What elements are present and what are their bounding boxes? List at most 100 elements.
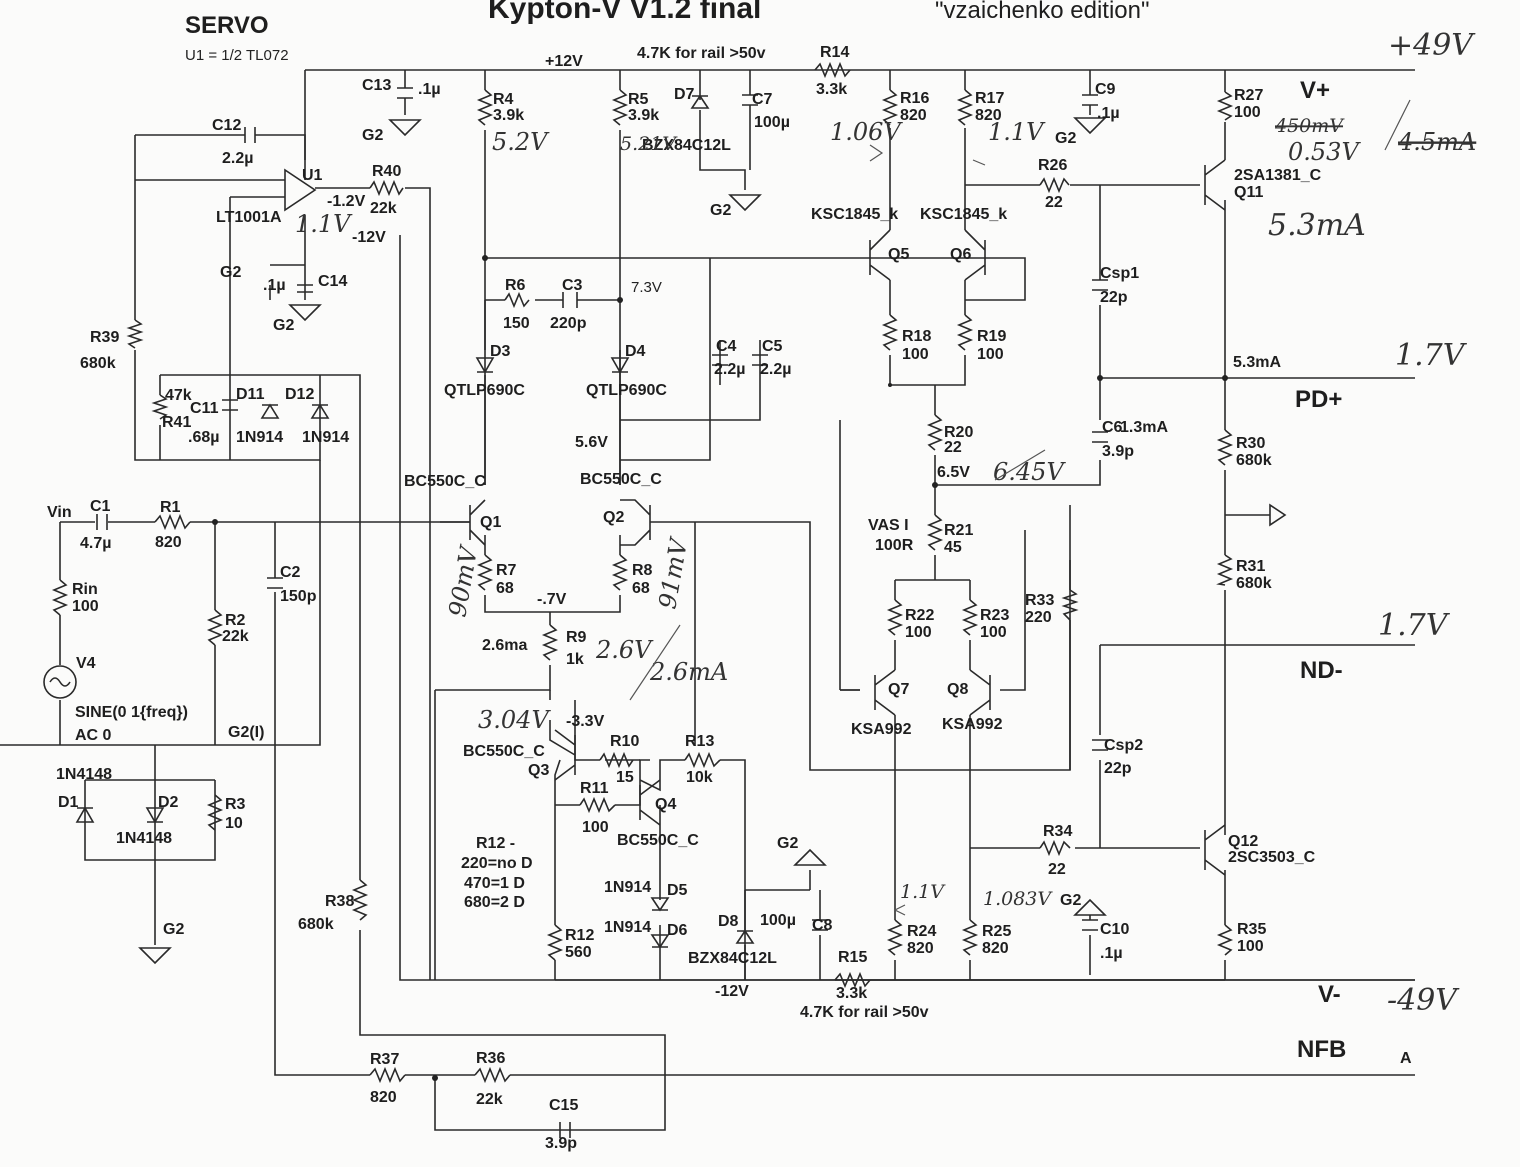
handwritten-voltage: 1.7V — [1378, 608, 1451, 643]
rail-p12: +12V — [545, 53, 583, 70]
capacitor-ref: C9 — [1095, 81, 1116, 98]
capacitor-c3-plates — [562, 292, 578, 308]
source-spec: AC 0 — [75, 727, 112, 744]
node-voltage: -12V — [352, 229, 386, 246]
resistor-ref: R24 — [907, 923, 936, 940]
capacitor-value: .1µ — [418, 81, 441, 98]
transistor-ref: Q6 — [950, 246, 971, 263]
schematic-title: Kypton-V V1.2 final — [488, 0, 761, 25]
resistor-r1-zigzag — [154, 513, 191, 531]
ground-symbol — [793, 848, 827, 866]
resistor-value: 22 — [1045, 194, 1063, 211]
resistor-r25-zigzag — [961, 919, 979, 956]
resistor-ref: R21 — [944, 522, 973, 539]
capacitor-ref: Csp1 — [1100, 265, 1139, 282]
capacitor-value: .1µ — [1097, 105, 1120, 122]
resistor-value: 680k — [298, 916, 334, 933]
resistor-value: 22 — [1048, 861, 1066, 878]
resistor-ref: R26 — [1038, 157, 1067, 174]
transistor-q12-symbol — [1204, 824, 1226, 876]
ground-label: G2 — [1055, 130, 1076, 147]
capacitor-value: 2.2µ — [222, 150, 253, 167]
resistor-r13-zigzag — [684, 751, 721, 769]
diode-part: BZX84C12L — [688, 950, 777, 967]
transistor-q11-symbol — [1204, 159, 1226, 211]
r12-note: R12 - — [476, 835, 515, 852]
handwritten-voltage: 1.7V — [1395, 338, 1468, 373]
capacitor-value: 150p — [280, 588, 317, 605]
capacitor-ref: C3 — [562, 277, 583, 294]
diode-ref: D1 — [58, 794, 79, 811]
resistor-labels: R4 3.9k R5 3.9k R14 3.3k R16 820 R17 820… — [72, 44, 1272, 1108]
resistor-r11-zigzag — [579, 796, 616, 814]
diode-d5-symbol — [650, 897, 670, 912]
resistor-ref: Rin — [72, 581, 98, 598]
transistor-q2-symbol — [620, 499, 651, 546]
resistor-r7-zigzag — [476, 554, 494, 591]
r12-note: 470=1 D — [464, 875, 525, 892]
diode-ref: D2 — [158, 794, 179, 811]
resistor-value: 10 — [225, 815, 243, 832]
diode-ref: D3 — [490, 343, 511, 360]
capacitor-c2-plates — [267, 577, 283, 589]
resistor-rin-zigzag — [51, 579, 69, 616]
resistor-value: 45 — [944, 539, 962, 556]
capacitor-value: 220p — [550, 315, 587, 332]
resistor-r22-zigzag — [886, 599, 904, 636]
resistor-r14-zigzag — [814, 61, 851, 79]
resistor-r9-zigzag — [541, 624, 559, 661]
resistor-r30-zigzag — [1216, 429, 1234, 466]
resistor-value: 820 — [900, 107, 927, 124]
resistor-value: 100 — [905, 624, 932, 641]
resistor-value: 820 — [907, 940, 934, 957]
r12-note: 220=no D — [461, 855, 533, 872]
rail-nfb: NFB — [1297, 1036, 1346, 1063]
capacitor-ref: C5 — [762, 338, 783, 355]
transistor-part: BC550C_C — [404, 473, 486, 490]
node-voltage: 6.5V — [937, 464, 970, 481]
rail-vminus: V- — [1318, 981, 1341, 1008]
transistor-ref: Q1 — [480, 514, 501, 531]
title-block: Kypton-V V1.2 final "vzaichenko edition"… — [185, 0, 1150, 64]
resistor-r31-zigzag — [1216, 554, 1234, 586]
resistor-value: 100 — [582, 819, 609, 836]
resistor-value: 3.3k — [836, 985, 867, 1002]
resistor-value: 820 — [982, 940, 1009, 957]
wires — [0, 69, 1415, 1131]
handwritten-voltage: -49V — [1387, 983, 1460, 1018]
rail-pd: PD+ — [1295, 386, 1342, 413]
rail-labels: +12V -12V V+ V- PD+ ND- NFB A Vin — [47, 53, 1412, 1067]
resistor-ref: R27 — [1234, 87, 1263, 104]
opamp-u1-symbol — [284, 168, 317, 212]
resistor-r15-zigzag — [834, 971, 871, 989]
resistor-value: 1k — [566, 651, 584, 668]
resistor-ref: R36 — [476, 1050, 505, 1067]
diode-d1-symbol — [75, 806, 95, 823]
node-voltage: 5.6V — [575, 434, 608, 451]
handwritten-voltage: 0.53V — [1288, 138, 1361, 166]
diode-ref: D6 — [667, 922, 688, 939]
resistor-ref: R8 — [632, 562, 653, 579]
transistor-ref: Q8 — [947, 681, 968, 698]
rail-a: A — [1400, 1050, 1412, 1067]
node-current: 5.3mA — [1233, 354, 1281, 371]
ground-label: G2(I) — [228, 724, 264, 741]
resistor-ref: R25 — [982, 923, 1011, 940]
transistor-part: 2SC3503_C — [1228, 849, 1316, 866]
node-voltage: -3.3V — [566, 713, 605, 730]
resistor-r27-zigzag — [1216, 91, 1234, 121]
r14-note: 4.7K for rail >50v — [637, 45, 766, 62]
resistor-ref: R20 — [944, 424, 973, 441]
capacitor-c10-plates — [1082, 919, 1098, 931]
resistor-ref: R2 — [225, 612, 246, 629]
resistor-ref: R4 — [493, 91, 514, 108]
resistor-ref: R38 — [325, 893, 354, 910]
capacitor-c1-plates — [96, 514, 108, 530]
resistor-ref: R23 — [980, 607, 1009, 624]
resistor-r35-zigzag — [1216, 924, 1234, 956]
diode-d8-symbol — [735, 929, 755, 944]
transistor-ref: Q7 — [888, 681, 909, 698]
ground-labels: G2 G2 G2 G2 G2 G2 G2 G2 — [163, 127, 1081, 938]
resistor-ref: R1 — [160, 499, 181, 516]
capacitor-ref: C14 — [318, 273, 347, 290]
